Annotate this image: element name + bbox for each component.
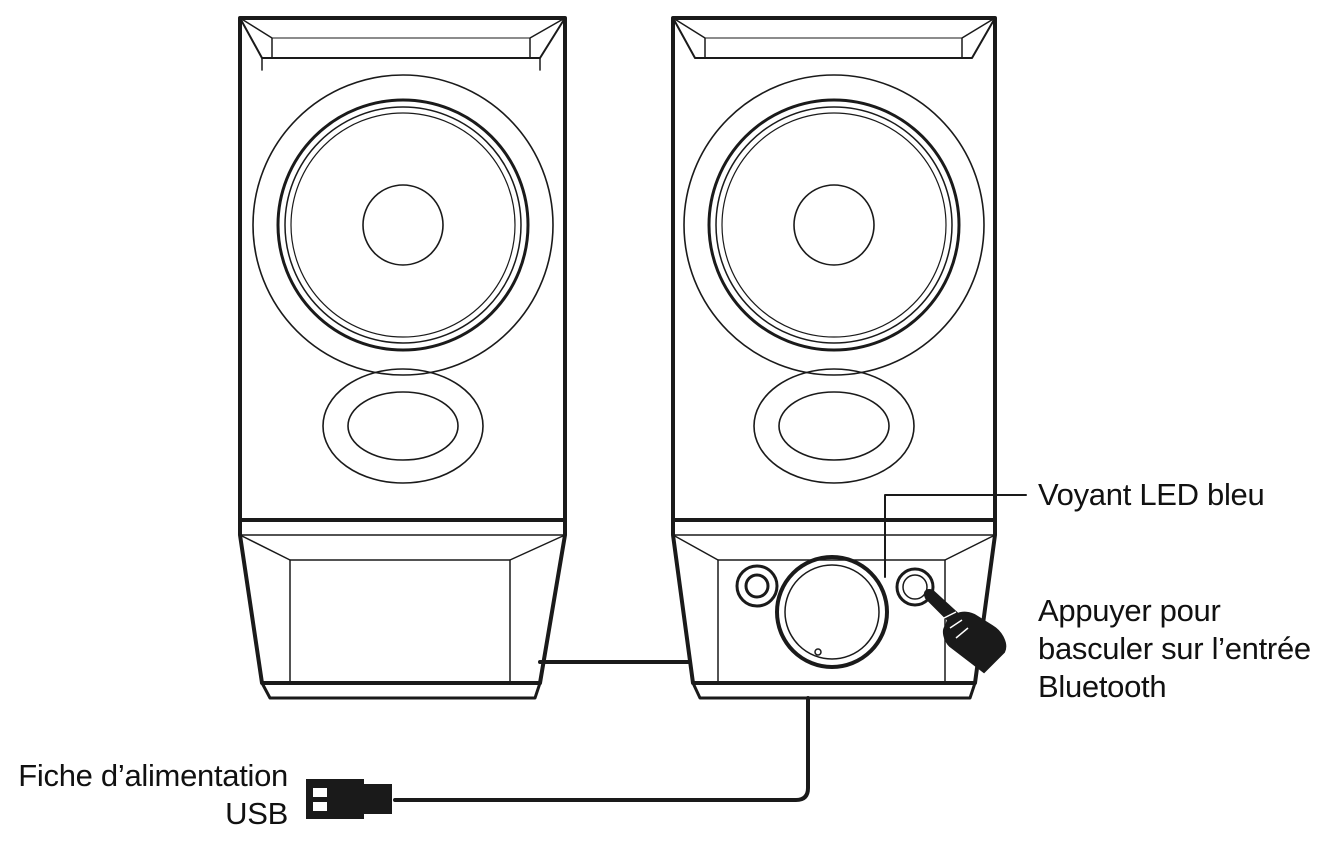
usb-label-line-1: Fiche d’alimentation [18, 758, 288, 793]
led-indicator-label: Voyant LED bleu [1038, 476, 1265, 514]
left-woofer [252, 74, 554, 376]
aux-jack [735, 564, 779, 608]
right-bass-port [753, 368, 915, 484]
usb-plug-icon [306, 779, 392, 819]
pressing-hand-icon [924, 589, 1007, 674]
power-cable [393, 696, 810, 802]
right-speaker [671, 16, 1007, 700]
led-label-text: Voyant LED bleu [1038, 477, 1265, 512]
left-speaker [238, 16, 567, 700]
press-label-line-1: Appuyer pour [1038, 593, 1221, 628]
bluetooth-button-label: Appuyer pour basculer sur l’entrée Bluet… [1038, 592, 1311, 706]
left-bass-port [322, 368, 484, 484]
right-woofer [683, 74, 985, 376]
bluetooth-button [895, 567, 935, 607]
usb-plug-label: Fiche d’alimentation USB [10, 757, 288, 833]
press-label-line-2: basculer sur l’entrée [1038, 631, 1311, 666]
volume-knob [775, 555, 889, 669]
usb-label-line-2: USB [225, 796, 288, 831]
press-label-line-3: Bluetooth [1038, 669, 1167, 704]
led-leader-line [884, 494, 1027, 578]
